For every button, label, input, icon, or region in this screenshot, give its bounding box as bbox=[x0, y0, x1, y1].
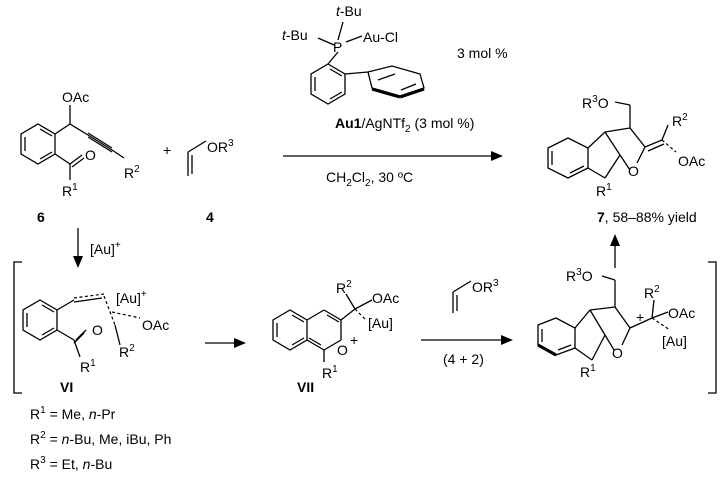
adduct-oac: OAc bbox=[668, 305, 695, 321]
substituent-r2: R2 = n-Bu, Me, iBu, Ph bbox=[30, 430, 171, 447]
vinyl-ether-4-structure: OR3 bbox=[187, 138, 234, 176]
substrate-6-structure: OAc R2 O R1 bbox=[20, 89, 140, 199]
cycloaddition-label: (4 + 2) bbox=[443, 351, 484, 367]
elimination-arrow bbox=[610, 234, 620, 268]
compound-4-label: 4 bbox=[206, 209, 214, 225]
substrate-r1: R1 bbox=[62, 182, 78, 199]
catalyst-structure: t-Bu t-Bu P Au-Cl 3 mol % bbox=[282, 3, 508, 105]
adduct-au: [Au] bbox=[662, 333, 687, 349]
vinyl-ether-or3: OR3 bbox=[207, 138, 234, 155]
product-r1: R1 bbox=[596, 182, 612, 199]
product-r2: R2 bbox=[672, 112, 688, 129]
tbu-top-label: t-Bu bbox=[336, 3, 362, 19]
intermediate-vii-label: VII bbox=[297, 379, 314, 395]
catalyst-name: Au1/AgNTf2 (3 mol %) bbox=[335, 115, 474, 135]
cycloadduct-structure: R3O R2 OAc + [Au] R1 O bbox=[537, 267, 695, 380]
intermediate-vi-structure: [Au]+ OAc O R2 R1 bbox=[22, 289, 169, 375]
substrate-oac: OAc bbox=[62, 89, 89, 105]
right-bracket bbox=[708, 261, 717, 394]
reaction-conditions: CH2Cl2, 30 ºC bbox=[326, 169, 413, 189]
gold-activation-arrow bbox=[73, 228, 83, 268]
product-7-structure: R3O R2 OAc R1 O bbox=[547, 94, 705, 199]
vii-r2: R2 bbox=[336, 279, 352, 296]
adduct-plus: + bbox=[636, 309, 644, 325]
plus-sign: + bbox=[163, 142, 171, 158]
substrate-o: O bbox=[85, 147, 96, 163]
main-reaction-arrow bbox=[283, 151, 503, 161]
adduct-r3o: R3O bbox=[566, 267, 593, 284]
substituent-r1: R1 = Me, n-Pr bbox=[30, 405, 116, 422]
adduct-r2: R2 bbox=[644, 284, 660, 301]
adduct-r1: R1 bbox=[580, 363, 596, 380]
catalyst-loading: 3 mol % bbox=[457, 45, 508, 61]
au-cl-label: Au-Cl bbox=[363, 29, 398, 45]
cycloaddition-or3: OR3 bbox=[472, 278, 499, 295]
product-oac: OAc bbox=[678, 153, 705, 169]
left-bracket bbox=[13, 261, 22, 394]
vi-o: O bbox=[92, 322, 103, 338]
gold-activation-label: [Au]+ bbox=[90, 240, 121, 257]
compound-6-label: 6 bbox=[37, 209, 45, 225]
intermediate-vi-label: VI bbox=[60, 379, 73, 395]
vi-au: [Au]+ bbox=[116, 289, 147, 306]
product-o: O bbox=[628, 163, 639, 179]
vii-au: [Au] bbox=[368, 315, 393, 331]
vii-oac: OAc bbox=[372, 290, 399, 306]
vi-r1: R1 bbox=[80, 358, 96, 375]
product-7-label: 7, 58–88% yield bbox=[597, 209, 697, 225]
adduct-o: O bbox=[612, 345, 623, 361]
substrate-r2: R2 bbox=[124, 164, 140, 181]
phosphorus-label: P bbox=[333, 39, 342, 55]
cycloaddition-reagent: OR3 bbox=[452, 278, 499, 313]
vii-o: O bbox=[337, 342, 348, 358]
product-r3o: R3O bbox=[582, 94, 609, 111]
intermediate-vii-structure: R2 OAc [Au] O + R1 bbox=[272, 279, 399, 381]
vi-oac: OAc bbox=[142, 317, 169, 333]
vi-r2: R2 bbox=[119, 343, 135, 360]
substituent-r3: R3 = Et, n-Bu bbox=[30, 455, 112, 472]
cyclization-arrow bbox=[205, 338, 246, 348]
substituent-legend: R1 = Me, n-Pr R2 = n-Bu, Me, iBu, Ph R3 … bbox=[30, 405, 171, 472]
cycloaddition-arrow bbox=[421, 335, 513, 345]
vii-plus: + bbox=[350, 332, 358, 348]
vii-r1: R1 bbox=[322, 364, 338, 381]
tbu-left-label: t-Bu bbox=[282, 27, 308, 43]
